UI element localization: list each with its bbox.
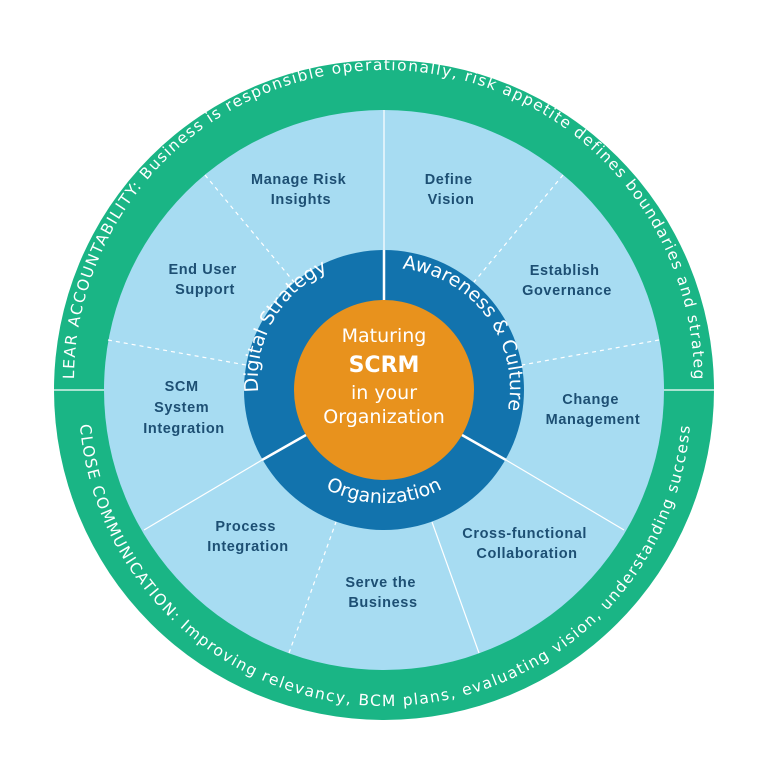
segment-define-vision: Define Vision: [425, 172, 478, 208]
divider-bottom-right: [431, 521, 480, 654]
middle-ring-dividers: [261, 250, 507, 462]
center-line-1: Maturing: [342, 325, 427, 347]
segment-scm-system-integration: SCM System Integration: [143, 379, 225, 437]
divider-top-right: [473, 174, 564, 283]
segment-manage-risk-insights: Manage Risk Insights: [251, 172, 351, 208]
segment-dividers: [107, 110, 660, 654]
center-circle: [294, 300, 474, 480]
center-line-2: SCRM: [349, 353, 420, 378]
center-line-3: in your: [351, 382, 417, 404]
divider-lower-left: [143, 459, 263, 531]
divider-lower-right: [505, 459, 625, 531]
segment-process-integration: Process Integration: [207, 519, 289, 555]
center-line-4: Organization: [323, 406, 444, 428]
segment-change-management: Change Management: [546, 392, 641, 428]
segment-establish-governance: Establish Governance: [522, 263, 612, 299]
segment-cross-functional-collaboration: Cross-functional Collaboration: [462, 526, 591, 562]
segment-end-user-support: End User Support: [168, 262, 241, 298]
divider-bottom-left: [288, 521, 337, 654]
center-text: Maturing SCRM in your Organization: [323, 325, 444, 428]
segment-serve-the-business: Serve the Business: [345, 575, 420, 611]
divider-top-left: [204, 174, 295, 283]
